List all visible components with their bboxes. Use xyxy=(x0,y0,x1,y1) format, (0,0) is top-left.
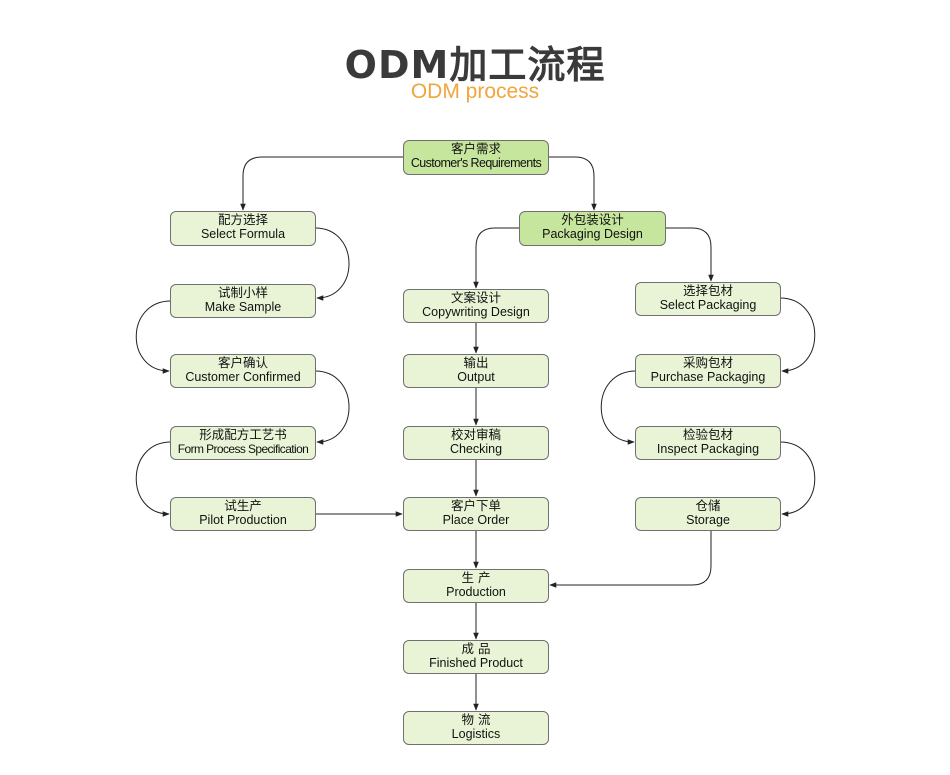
node-en-label: Form Process Specification xyxy=(177,442,309,456)
node-cn-label: 客户需求 xyxy=(450,141,501,156)
node-make-sample: 试制小样 Make Sample xyxy=(170,284,316,318)
node-cn-label: 客户下单 xyxy=(450,498,501,513)
arrow-formula-to-sample xyxy=(314,227,350,301)
node-en-label: Packaging Design xyxy=(542,227,643,241)
node-cn-label: 采购包材 xyxy=(682,355,733,370)
arrow-sample-to-confirmed xyxy=(135,300,172,374)
node-en-label: Inspect Packaging xyxy=(656,442,760,456)
node-en-label: Checking xyxy=(449,442,503,456)
node-finished-product: 成 品 Finished Product xyxy=(403,640,549,674)
arrow-packaging-to-select-packaging xyxy=(665,227,714,282)
node-customer-confirmed: 客户确认 Customer Confirmed xyxy=(170,354,316,388)
node-form-process-specification: 形成配方工艺书 Form Process Specification xyxy=(170,426,316,460)
node-inspect-packaging: 检验包材 Inspect Packaging xyxy=(635,426,781,460)
node-cn-label: 成 品 xyxy=(461,641,491,656)
node-select-packaging: 选择包材 Select Packaging xyxy=(635,282,781,316)
node-cn-label: 试制小样 xyxy=(217,285,268,300)
arrow-select-to-purchase xyxy=(779,297,816,374)
arrow-storage-to-production xyxy=(549,531,712,588)
node-en-label: Logistics xyxy=(451,727,501,741)
node-customer-requirements: 客户需求 Customer's Requirements xyxy=(403,140,549,175)
arrow-packaging-to-copywriting xyxy=(473,227,520,289)
node-logistics: 物 流 Logistics xyxy=(403,711,549,745)
node-cn-label: 校对审稿 xyxy=(450,427,501,442)
node-purchase-packaging: 采购包材 Purchase Packaging xyxy=(635,354,781,388)
node-en-label: Copywriting Design xyxy=(422,305,530,319)
arrow-spec-to-pilot xyxy=(135,441,172,517)
node-en-label: Customer's Requirements xyxy=(410,156,542,170)
node-en-label: Purchase Packaging xyxy=(650,370,766,384)
node-output: 输出 Output xyxy=(403,354,549,388)
node-cn-label: 试生产 xyxy=(224,498,262,513)
node-storage: 仓储 Storage xyxy=(635,497,781,531)
node-en-label: Finished Product xyxy=(429,656,523,670)
node-en-label: Customer Confirmed xyxy=(185,370,301,384)
node-cn-label: 形成配方工艺书 xyxy=(199,427,287,442)
node-cn-label: 选择包材 xyxy=(682,283,733,298)
node-cn-label: 仓储 xyxy=(695,498,721,513)
node-en-label: Select Packaging xyxy=(659,298,757,312)
node-cn-label: 外包装设计 xyxy=(561,212,624,227)
node-en-label: Select Formula xyxy=(200,227,286,241)
node-cn-label: 客户确认 xyxy=(217,355,268,370)
node-pilot-production: 试生产 Pilot Production xyxy=(170,497,316,531)
node-cn-label: 输出 xyxy=(463,355,489,370)
node-en-label: Make Sample xyxy=(204,300,282,314)
node-en-label: Storage xyxy=(686,513,730,527)
arrow-confirmed-to-spec xyxy=(314,370,350,445)
arrow-inspect-to-storage xyxy=(779,441,816,517)
node-packaging-design: 外包装设计 Packaging Design xyxy=(519,211,666,246)
node-place-order: 客户下单 Place Order xyxy=(403,497,549,531)
node-en-label: Place Order xyxy=(442,513,510,527)
node-checking: 校对审稿 Checking xyxy=(403,426,549,460)
page-subtitle: ODM process xyxy=(410,80,540,103)
page-title: ODM加工流程 xyxy=(344,43,606,87)
arrow-purchase-to-inspect xyxy=(600,370,637,445)
node-cn-label: 检验包材 xyxy=(682,427,733,442)
node-cn-label: 物 流 xyxy=(461,712,491,727)
node-en-label: Pilot Production xyxy=(199,513,287,527)
arrow-requirements-to-formula xyxy=(240,156,404,211)
node-cn-label: 生 产 xyxy=(461,570,491,585)
node-en-label: Production xyxy=(446,585,506,599)
node-select-formula: 配方选择 Select Formula xyxy=(170,211,316,246)
arrow-requirements-to-packaging-design xyxy=(548,156,597,211)
node-cn-label: 配方选择 xyxy=(217,212,268,227)
node-en-label: Output xyxy=(457,370,495,384)
node-production: 生 产 Production xyxy=(403,569,549,603)
node-cn-label: 文案设计 xyxy=(450,290,501,305)
node-copywriting-design: 文案设计 Copywriting Design xyxy=(403,289,549,323)
